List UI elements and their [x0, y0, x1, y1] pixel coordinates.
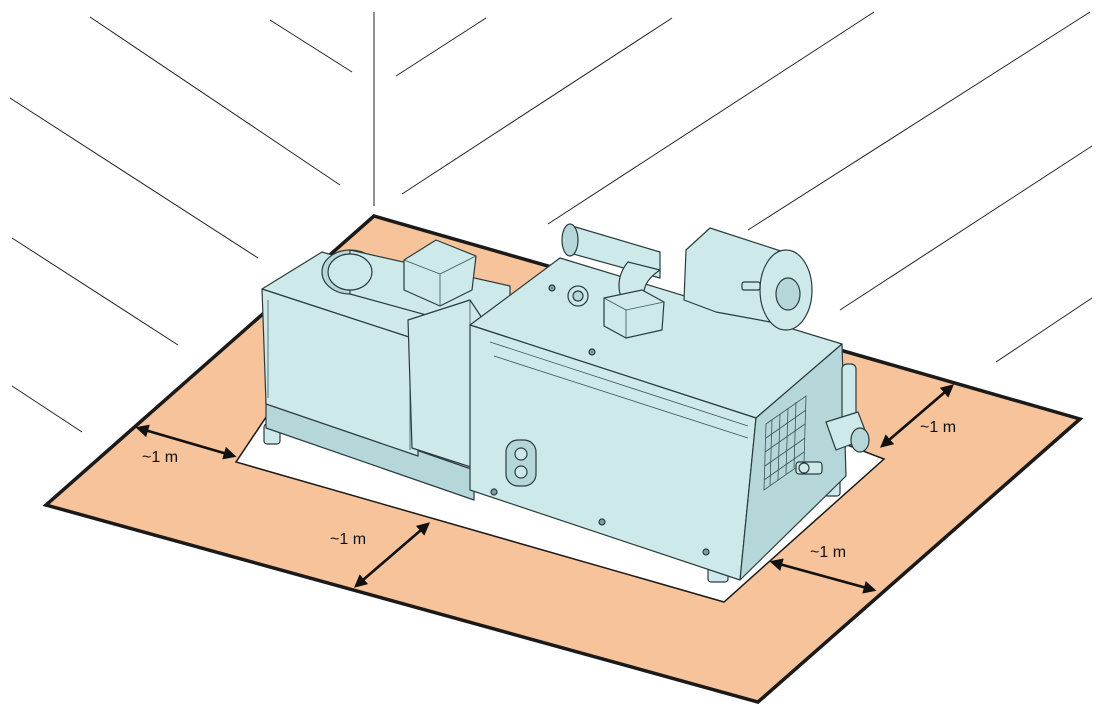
clearance-label-right: ~1 m [920, 419, 956, 436]
clearance-label-left: ~1 m [142, 449, 178, 466]
clearance-arrow-front-right [769, 558, 877, 594]
terminal-box [403, 239, 477, 307]
vacuum-pump [261, 223, 870, 583]
clearance-label-front-right: ~1 m [810, 544, 846, 561]
clearance-arrow-left [135, 424, 237, 460]
oil-sight-glass [505, 439, 537, 487]
cooling-grille [763, 395, 807, 491]
motor-front [261, 288, 419, 457]
inlet-flange [603, 289, 665, 339]
room-wall-lines [9, 11, 1093, 433]
clearance-arrow-front [354, 522, 430, 588]
clearance-arrows [135, 384, 954, 594]
clearance-label-front: ~1 m [330, 531, 366, 548]
clearance-arrow-right [880, 384, 954, 448]
pump-housing-side [739, 343, 847, 581]
clearance-labels: ~1 m ~1 m ~1 m ~1 m [142, 419, 956, 561]
